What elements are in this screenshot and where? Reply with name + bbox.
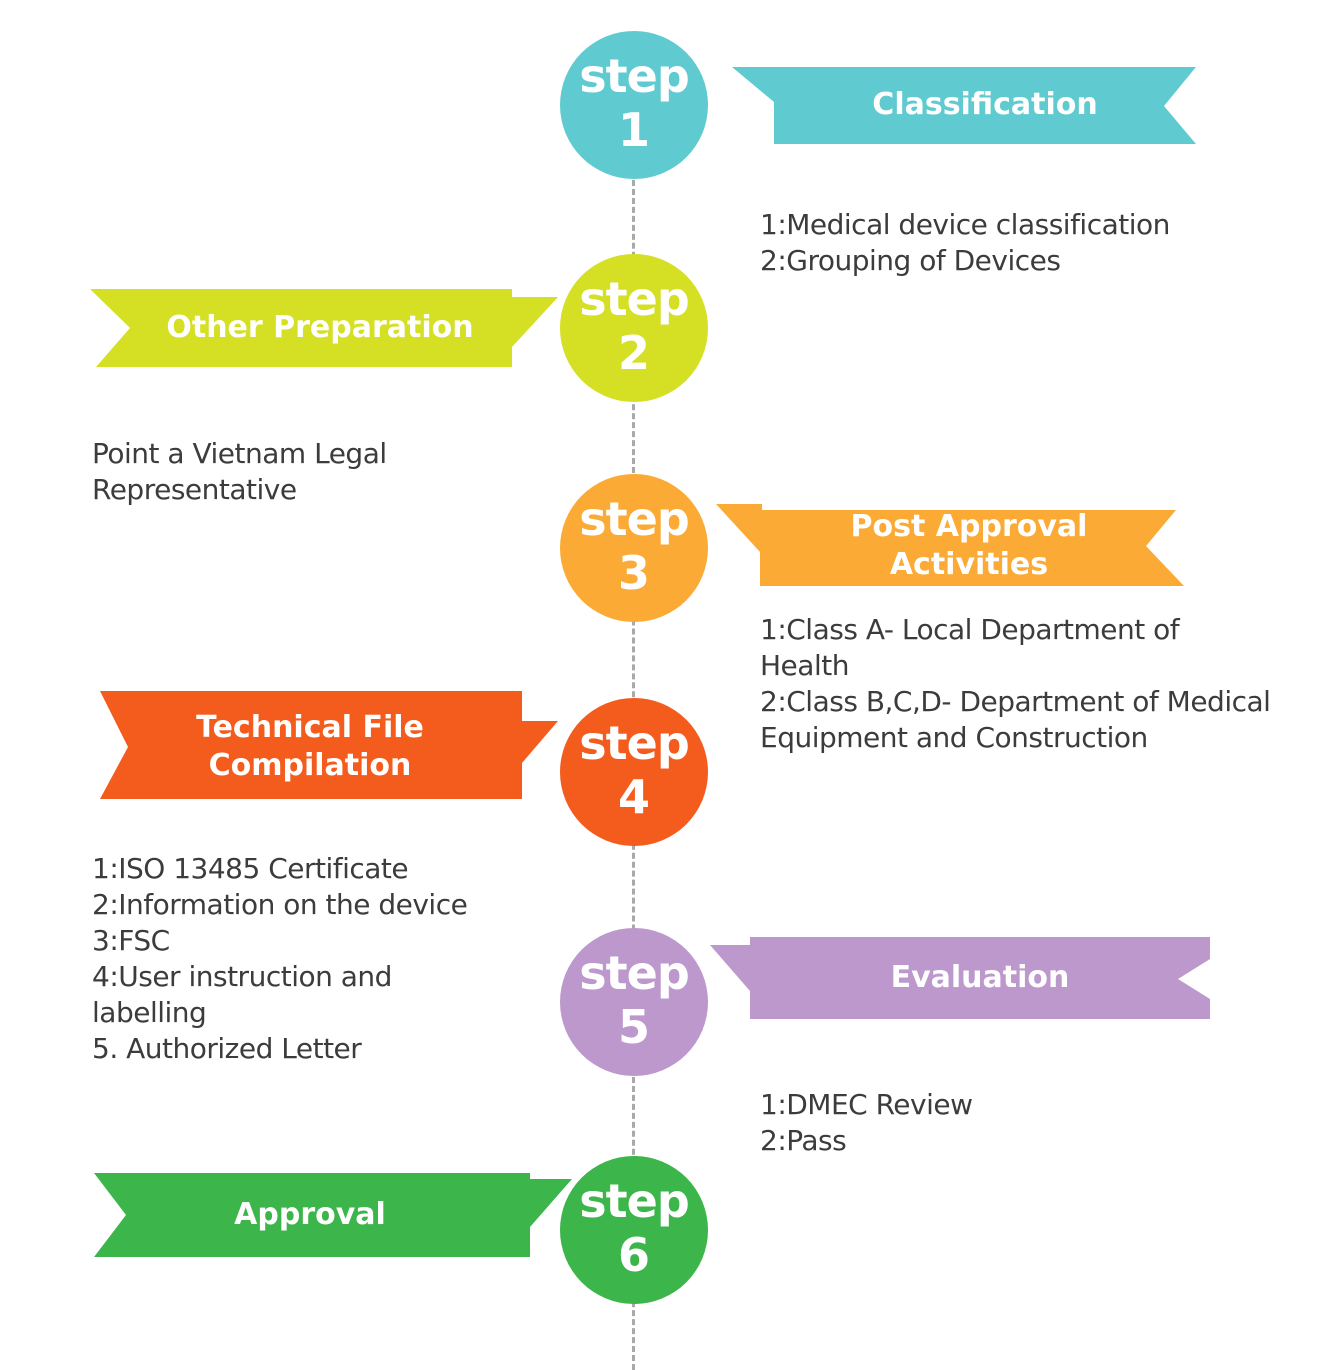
detail-line: Point a Vietnam Legal <box>92 437 387 470</box>
detail-line: 1:Class A- Local Department of <box>760 613 1180 646</box>
step-2-word: step <box>579 272 690 326</box>
step-4-ribbon-shape <box>100 691 558 799</box>
step-5-details: 1:DMEC Review 2:Pass <box>760 1087 973 1159</box>
detail-line: 3:FSC <box>92 924 170 957</box>
step-4-number: 4 <box>617 770 650 824</box>
detail-line: 1:DMEC Review <box>760 1088 973 1121</box>
step-6-title: Approval <box>234 1197 386 1232</box>
step-1-details: 1:Medical device classification 2:Groupi… <box>760 207 1170 279</box>
step-4-details: 1:ISO 13485 Certificate 2:Information on… <box>92 851 468 1067</box>
step-6-number: 6 <box>617 1228 650 1282</box>
step-3-details: 1:Class A- Local Department of Health 2:… <box>760 612 1271 756</box>
step-5-ribbon: Evaluation <box>710 935 1212 1021</box>
detail-line: labelling <box>92 996 207 1029</box>
step-1-number: 1 <box>617 103 650 157</box>
step-2-ribbon-shape <box>90 289 558 367</box>
step-5-ribbon-shape <box>710 937 1210 1019</box>
step-6-word: step <box>579 1174 690 1228</box>
step-3-circle: step 3 <box>560 474 708 622</box>
detail-line: Health <box>760 649 849 682</box>
step-3-ribbon-shape <box>716 504 1184 586</box>
step-3-word: step <box>579 492 690 546</box>
detail-line: 2:Grouping of Devices <box>760 244 1061 277</box>
step-4-circle: step 4 <box>560 698 708 846</box>
step-5-title: Evaluation <box>890 960 1070 995</box>
step-1-word: step <box>579 49 690 103</box>
step-1-ribbon: Classification <box>732 66 1198 146</box>
step-1-ribbon-shape <box>732 67 1196 144</box>
detail-line: 1:Medical device classification <box>760 208 1170 241</box>
step-6-circle: step 6 <box>560 1156 708 1304</box>
step-6-ribbon: Approval <box>90 1171 574 1259</box>
step-2-title: Other Preparation <box>166 310 474 345</box>
step-5-word: step <box>579 946 690 1000</box>
detail-line: Equipment and Construction <box>760 721 1148 754</box>
step-4-word: step <box>579 716 690 770</box>
detail-line: 4:User instruction and <box>92 960 392 993</box>
step-5-number: 5 <box>617 1000 650 1054</box>
detail-line: 2:Class B,C,D- Department of Medical <box>760 685 1271 718</box>
step-2-number: 2 <box>617 326 650 380</box>
detail-line: 2:Pass <box>760 1124 847 1157</box>
step-6-ribbon-shape <box>94 1173 572 1257</box>
detail-line: 5. Authorized Letter <box>92 1032 362 1065</box>
step-1-circle: step 1 <box>560 31 708 179</box>
step-2-circle: step 2 <box>560 254 708 402</box>
detail-line: Representative <box>92 473 297 506</box>
detail-line: 1:ISO 13485 Certificate <box>92 852 409 885</box>
step-5-circle: step 5 <box>560 928 708 1076</box>
step-2-details: Point a Vietnam Legal Representative <box>92 436 387 508</box>
detail-line: 2:Information on the device <box>92 888 468 921</box>
step-3-ribbon: Post Approval Activities <box>716 502 1186 588</box>
step-4-title: Technical File Compilation <box>196 710 424 783</box>
step-2-ribbon: Other Preparation <box>90 287 562 369</box>
step-3-title: Post Approval Activities <box>850 509 1088 582</box>
step-1-title: Classification <box>872 87 1098 122</box>
step-3-number: 3 <box>617 546 650 600</box>
step-4-ribbon: Technical File Compilation <box>98 689 560 803</box>
